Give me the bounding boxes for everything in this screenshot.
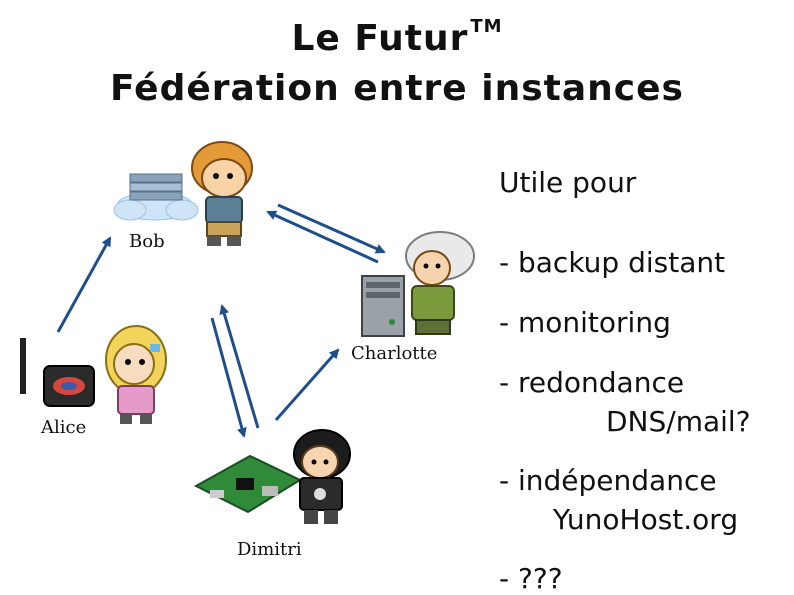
arrow-charlotte-to-bob xyxy=(266,210,379,264)
list-item-monitoring: - monitoring xyxy=(499,306,671,339)
arrow-dimitri-to-charlotte xyxy=(274,348,340,421)
list-heading: Utile pour xyxy=(499,166,637,199)
charlotte-avatar xyxy=(405,231,475,335)
list-item-redondance: - redondance xyxy=(499,366,685,399)
list-item-redondance-detail: DNS/mail? xyxy=(606,405,751,438)
bob-avatar xyxy=(191,141,253,246)
dimitri-label: Dimitri xyxy=(237,539,302,560)
arrow-bob-to-dimitri xyxy=(210,317,247,438)
alice-avatar xyxy=(105,325,167,424)
list-item-unknown: - ??? xyxy=(499,562,563,595)
bob-label: Bob xyxy=(129,231,165,252)
charlotte-label: Charlotte xyxy=(351,343,438,364)
cloud-server-icon xyxy=(113,173,199,221)
list-item-backup: - backup distant xyxy=(499,246,726,279)
arrow-dimitri-to-bob xyxy=(219,304,260,429)
tower-server-icon xyxy=(361,275,405,337)
list-item-independance-detail: YunoHost.org xyxy=(553,503,739,536)
alice-label: Alice xyxy=(41,417,87,438)
title-text: Le Futur xyxy=(291,18,469,59)
wifi-dongle-icon xyxy=(20,338,95,407)
trademark-mark: TM xyxy=(470,16,503,37)
arrow-alice-to-bob xyxy=(56,236,112,333)
title-line-2: Fédération entre instances xyxy=(110,68,684,109)
raspberry-pi-icon xyxy=(193,454,303,514)
dimitri-avatar xyxy=(293,429,351,524)
arrow-bob-to-charlotte xyxy=(277,203,386,254)
list-item-independance: - indépendance xyxy=(499,464,717,497)
